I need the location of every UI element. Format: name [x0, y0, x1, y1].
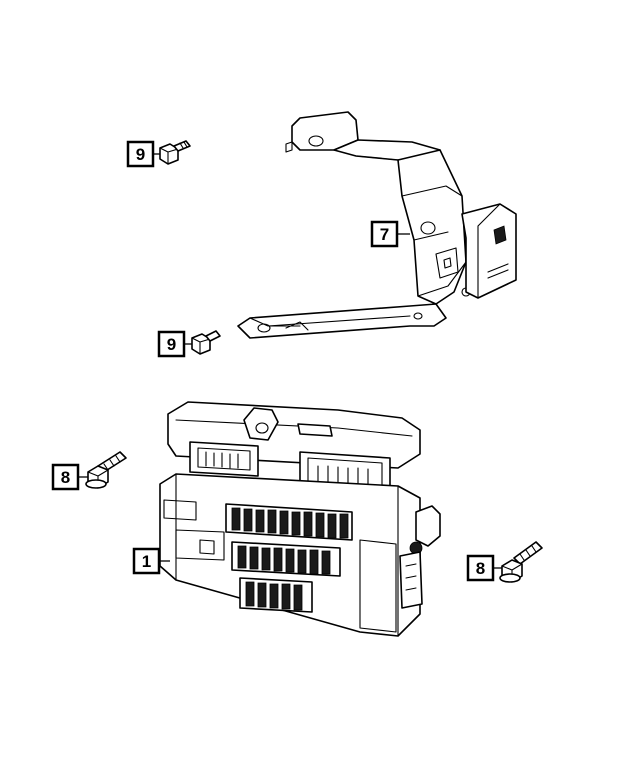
callout-9-middle[interactable]: 9	[157, 330, 186, 358]
callout-8-right[interactable]: 8	[466, 554, 495, 582]
callout-9-middle-label: 9	[167, 335, 176, 354]
callout-7[interactable]: 7	[370, 220, 399, 248]
body-control-module[interactable]	[159, 401, 441, 637]
callout-8-left-label: 8	[61, 468, 70, 487]
callout-9-top-label: 9	[136, 145, 145, 164]
callout-1-label: 1	[142, 552, 151, 571]
callout-7-label: 7	[380, 225, 389, 244]
mounting-bracket[interactable]	[237, 111, 517, 339]
bolt-8-right[interactable]	[499, 541, 543, 583]
screw-9-top[interactable]	[159, 140, 191, 165]
screw-9-middle[interactable]	[191, 330, 221, 355]
bolt-8-left[interactable]	[85, 451, 127, 489]
callout-8-left[interactable]: 8	[51, 463, 80, 491]
callout-9-top[interactable]: 9	[126, 140, 155, 168]
callout-8-right-label: 8	[476, 559, 485, 578]
callout-1[interactable]: 1	[132, 547, 161, 575]
